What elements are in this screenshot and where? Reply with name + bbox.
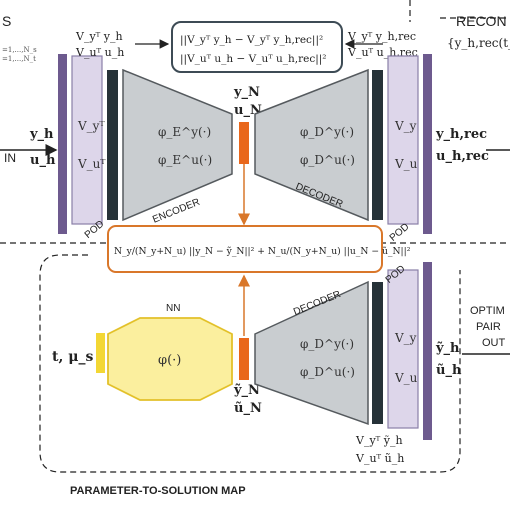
right-pod-vu-label: V_u [394,157,418,171]
output-u-label: u_h,rec [436,149,489,164]
bottom-pod-y-projection: V_yᵀ ỹ_h [355,434,403,447]
right-pod-vy-label: V_y [394,119,417,133]
right-pod-block [387,55,419,225]
nn-phi-label: φ(·) [158,353,181,368]
right-pod-block-bottom [387,269,419,429]
right-output-bar [423,54,432,234]
bottom-out-u-label: ũ_h [436,363,462,378]
left-input-bar [58,54,67,234]
latent-loss-formula: N_y/(N_y+N_u) ||y_N − ỹ_N||² + N_u/(N_y+… [114,246,411,257]
decoder-phi-y-top: φ_D^y(·) [300,125,354,139]
optim-label-3: OUT [482,337,506,349]
loss-top-line-2: ||V_uᵀ u_h − V_uᵀ u_h,rec||² [180,53,327,66]
left-pod-block [71,55,103,225]
right-latent-bar [372,70,383,220]
latent-vector [239,122,249,164]
enc-left-y-label: V_yᵀ y_h [75,30,123,43]
left-pod-vy-label: V_yᵀ [77,119,104,133]
predicted-latent-vector [239,338,249,380]
decoder-phi-y-bottom: φ_D^y(·) [300,337,354,351]
in-label: IN [4,151,16,165]
pred-u-label: ũ_N [234,401,262,416]
encoder-phi-u: φ_E^u(·) [158,153,212,167]
right-latent-bar-bottom [372,282,383,424]
latent-y-label: y_N [233,85,260,100]
decoder-block-bottom [254,280,369,426]
dec-right-y-label: V_yᵀ y_h,rec [347,30,416,43]
right-output-bar-bottom [423,262,432,440]
pred-y-label: ỹ_N [233,383,260,398]
left-latent-bar [107,70,118,220]
bottom-pod-u-projection: V_uᵀ ũ_h [355,452,404,465]
decoder-phi-u-bottom: φ_D^u(·) [300,365,355,379]
input-y-label: y_h [29,127,54,142]
encoder-block [122,68,233,222]
bottom-out-y-label: ỹ_h [435,341,460,356]
enc-left-u-label: V_uᵀ u_h [75,46,124,59]
loss-top-line-1: ||V_yᵀ y_h − V_yᵀ y_h,rec||² [180,34,323,47]
right-pod-label: POD [388,221,412,243]
bottom-pod-vu-label: V_u [394,371,418,385]
decoder-block-top [254,68,369,222]
top-left-partial-label: S [2,13,11,29]
bottom-pod-vy-label: V_y [394,331,417,345]
top-left-indices-2: =1,...,N_t [2,55,36,63]
encoder-phi-y: φ_E^y(·) [158,125,211,139]
latent-loss-box [107,225,383,273]
decoder-phi-u-top: φ_D^u(·) [300,153,355,167]
optim-label-1: OPTIM [470,305,505,317]
input-u-label: u_h [30,153,56,168]
output-y-label: y_h,rec [435,127,487,142]
top-left-indices-1: =1,...,N_s [2,46,37,54]
reconstruction-loss-box [171,21,343,73]
param-map-frame [39,254,461,473]
param-map-title: PARAMETER-TO-SOLUTION MAP [70,485,246,497]
optim-label-2: PAIR [476,321,501,333]
left-pod-vu-label: V_uᵀ [77,157,105,171]
nn-block [107,317,233,401]
param-input-bar [96,333,105,373]
nn-label: NN [166,303,180,314]
param-input-label: t, μ_s [52,349,93,365]
top-right-partial-label: RECON [456,13,507,29]
top-right-set-label: {y_h,rec(t_j, μ [447,36,510,50]
